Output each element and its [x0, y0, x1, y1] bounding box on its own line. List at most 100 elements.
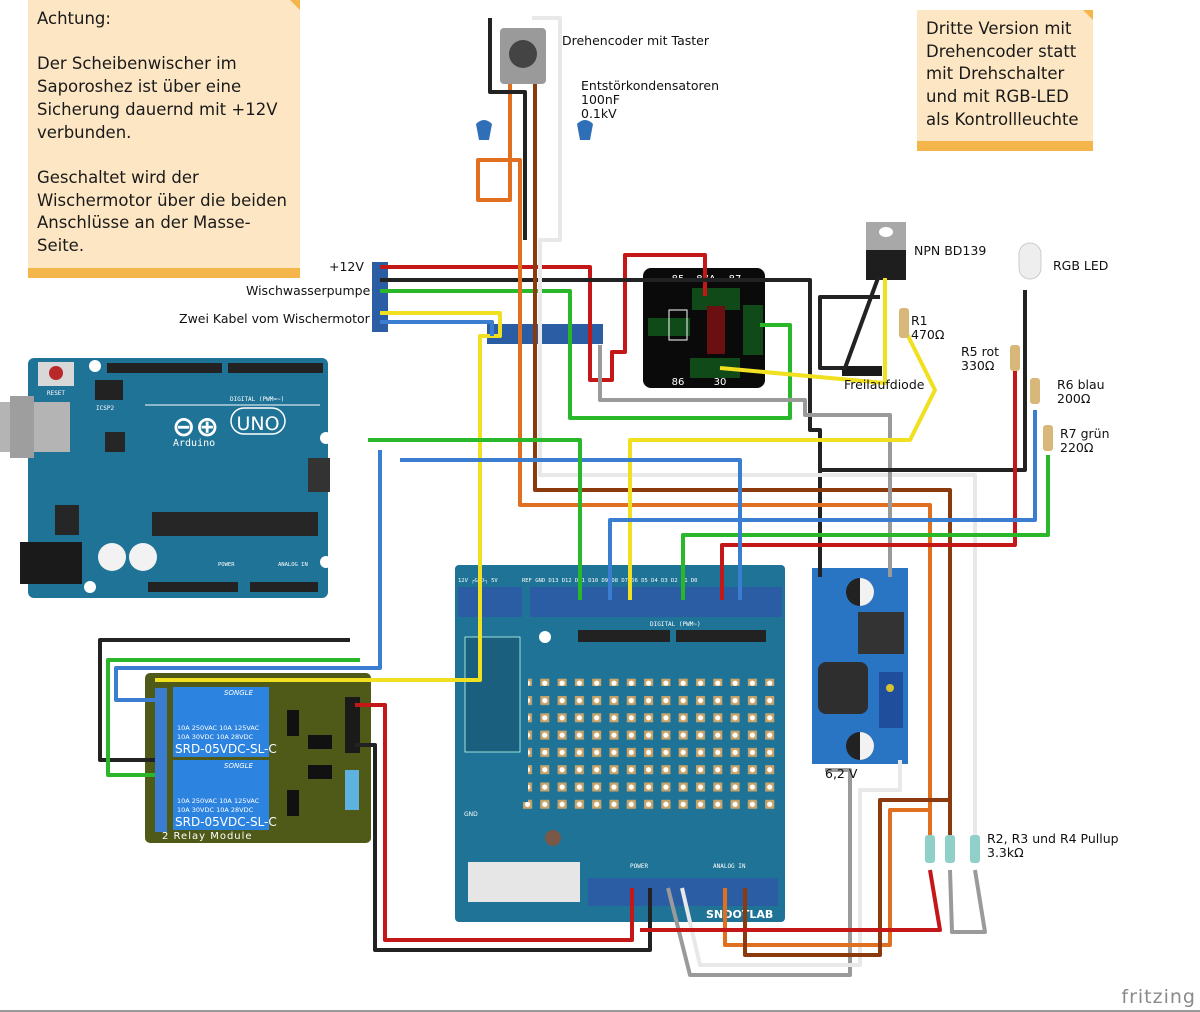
wiper-motor-label: Zwei Kabel vom Wischermotor	[179, 311, 370, 326]
resistor-r7	[1043, 425, 1053, 451]
power-jack	[20, 542, 82, 584]
wire-blue-relay	[114, 450, 382, 702]
r6-label: R6 blau 200Ω	[1057, 377, 1105, 406]
relay-input-header	[345, 697, 360, 753]
encoder-label: Drehencoder mit Taster	[562, 33, 709, 48]
r5-label: R5 rot 330Ω	[961, 344, 1000, 373]
wire-red-12v	[380, 253, 707, 382]
relay-brand: SONGLE	[224, 762, 254, 770]
power-header-label: POWER	[218, 562, 235, 568]
relay-pin-30: 30	[714, 377, 727, 388]
npn-transistor-bd139	[866, 222, 906, 280]
wire-red-power	[355, 703, 634, 942]
wire-green-arduino-relay	[368, 438, 582, 600]
wire-white-power	[680, 760, 902, 967]
relay-model: SRD-05VDC-SL-C	[175, 815, 277, 829]
buck-converter-lm2596	[812, 568, 908, 764]
wires	[98, 16, 1050, 977]
capacitor-2	[129, 543, 157, 571]
wire-black-relay	[98, 638, 350, 762]
wire-red-led	[720, 350, 1017, 600]
wire-grey-power	[666, 768, 852, 977]
resistor-r5	[1010, 345, 1020, 371]
wire-yellow-diode	[719, 278, 887, 385]
capacitors-label: Entstörkondensatoren 100nF 0.1kV	[581, 78, 720, 121]
wire-brown-analog	[743, 798, 950, 957]
relay-1	[173, 687, 269, 757]
relay-2	[173, 760, 269, 830]
snootlab-proto-shield: REF GND D13 D12 D11 D10 D9 D8 D7 D6 D5 D…	[455, 565, 785, 922]
resistor-r1	[899, 308, 909, 338]
arduino-infinity-logo: ⊖⊕	[172, 410, 219, 443]
analog-header	[250, 582, 318, 592]
shield-reset-button[interactable]	[545, 830, 561, 846]
rgb-led-label: RGB LED	[1053, 258, 1109, 273]
wire-yellow-base	[628, 329, 937, 600]
shield-analog-label: ANALOG IN	[713, 863, 746, 870]
version-note-text: Dritte Version mit Drehencoder statt mit…	[926, 19, 1079, 129]
terminal-strip	[487, 324, 603, 344]
relay-rating: 10A 250VAC 10A 125VAC	[177, 724, 260, 732]
wire-blue-led	[608, 410, 1037, 600]
wire-brown-encoder	[533, 84, 952, 840]
rgb-led	[1018, 242, 1042, 280]
pump-label: Wischwasserpumpe	[246, 283, 371, 298]
wire-black-collector	[818, 277, 880, 370]
resistor-r6	[1030, 378, 1040, 404]
rotary-encoder[interactable]	[500, 28, 546, 84]
buck-output-label: 6,2 V	[825, 766, 858, 781]
relay-model: SRD-05VDC-SL-C	[175, 742, 277, 756]
resistors	[899, 308, 1053, 863]
potentiometer[interactable]	[879, 672, 903, 728]
wire-black-encoder	[488, 18, 527, 240]
relay-rating: 10A 30VDC 10A 28VDC	[177, 733, 254, 741]
resistor-r3	[945, 835, 955, 863]
capacitor-c2	[577, 120, 593, 140]
wire-blue-arduino-relay	[400, 458, 742, 600]
jumper	[345, 770, 359, 810]
digital-header-right	[228, 363, 323, 373]
prototyping-area	[528, 690, 778, 808]
version-note: Dritte Version mit Drehencoder statt mit…	[917, 10, 1093, 151]
shield-gnd-label: GND	[464, 811, 478, 818]
wire-grey-pullup	[948, 869, 987, 934]
capacitor-1	[98, 543, 126, 571]
power-header	[148, 582, 238, 592]
pullups-label: R2, R3 und R4 Pullup 3.3kΩ	[987, 831, 1119, 860]
icsp2-label: ICSP2	[96, 405, 114, 412]
note-fold-icon	[290, 0, 300, 10]
transistor-label: NPN BD139	[914, 243, 987, 258]
plus12v-label: +12V	[329, 259, 364, 274]
reset-label: RESET	[47, 390, 65, 397]
arduino-brand: Arduino	[173, 438, 215, 449]
bottom-border	[0, 1010, 1200, 1012]
r7-label: R7 grün 220Ω	[1060, 426, 1110, 455]
lm2596-chip	[858, 612, 904, 654]
capacitor-c1	[476, 120, 492, 140]
relay-brand: SONGLE	[224, 689, 254, 697]
two-relay-module: SONGLE SONGLE 10A 250VAC 10A 125VAC 10A …	[145, 673, 371, 843]
arduino-uno-board: RESET ICSP2 DIGITAL (PWM=~) ⊖⊕ UNO Ardui…	[0, 358, 332, 598]
wire-white-encoder	[532, 16, 977, 840]
note-fold-icon	[1083, 10, 1093, 20]
uno-logo: UNO	[236, 413, 279, 435]
relay-rating: 10A 250VAC 10A 125VAC	[177, 797, 260, 805]
wire-red-pullup	[640, 869, 942, 932]
relay-module-label: 2 Relay Module	[162, 831, 253, 842]
resistor-r2	[925, 835, 935, 863]
smd-area	[464, 636, 521, 753]
freewheel-diode	[842, 366, 882, 376]
snootlab-logo: SNOOTLAB	[706, 908, 773, 921]
relay-screw-terminals	[155, 688, 167, 832]
resistor-r4	[970, 835, 980, 863]
atmega-chip	[152, 512, 318, 536]
fritzing-watermark: fritzing	[1121, 986, 1196, 1008]
wire-green-led	[681, 455, 1050, 600]
wire-orange-analog	[723, 808, 930, 947]
relay-pin-86: 86	[672, 377, 685, 388]
shield-top-terminals	[530, 587, 782, 617]
icsp-header	[308, 458, 330, 492]
wire-black-gnd	[380, 278, 822, 577]
wire-orange-encoder	[476, 84, 932, 840]
